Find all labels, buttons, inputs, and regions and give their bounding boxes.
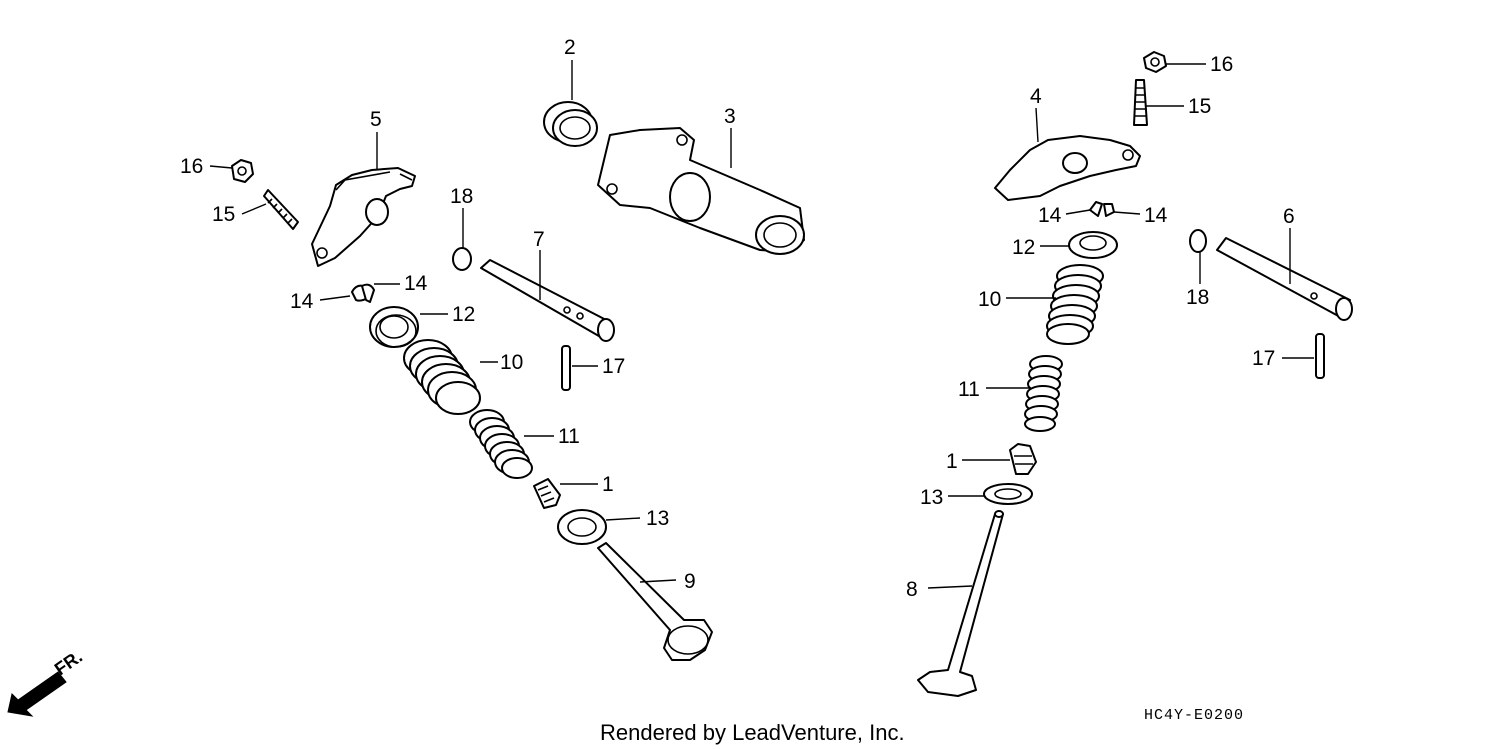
callout-7-left: 7: [533, 228, 545, 251]
callout-2: 2: [564, 36, 576, 59]
callout-8-right: 8: [906, 578, 918, 601]
outer-valve-spring-left[interactable]: [403, 339, 481, 415]
callout-15-left: 15: [212, 203, 235, 226]
callout-4-right: 4: [1030, 85, 1042, 108]
diagram-code: HC4Y-E0200: [1144, 707, 1244, 724]
camshaft[interactable]: [597, 127, 805, 255]
callout-14b-right: 14: [1144, 204, 1168, 227]
camshaft-cap[interactable]: [543, 101, 598, 147]
spring-seat-washer-right[interactable]: [983, 483, 1033, 505]
dowel-pin-right[interactable]: [1315, 333, 1325, 379]
callout-14a-right: 14: [1038, 204, 1062, 227]
spring-retainer-left[interactable]: [369, 306, 419, 348]
callout-16-left: 16: [180, 155, 203, 178]
callout-1-left: 1: [602, 473, 614, 496]
callout-12-left: 12: [452, 303, 475, 326]
callout-1-right: 1: [946, 450, 958, 473]
callout-14b-left: 14: [290, 290, 314, 313]
adjusting-screw-right[interactable]: [1133, 79, 1148, 126]
rocker-arm-right[interactable]: [994, 135, 1141, 201]
spring-retainer-right[interactable]: [1068, 231, 1118, 259]
callout-3: 3: [724, 105, 736, 128]
callout-18-left: 18: [450, 185, 473, 208]
outer-valve-spring-right[interactable]: [1046, 264, 1104, 345]
rocker-shaft-right[interactable]: [1216, 237, 1353, 321]
callout-labels: 16 15 5 2 3 18 7 14 14 12 10 17 11 1 13 …: [180, 36, 1295, 601]
callout-11-right: 11: [958, 378, 980, 401]
rocker-shaft-left[interactable]: [480, 259, 615, 342]
valve-stem-seal-right[interactable]: [1009, 443, 1037, 475]
callout-17-left: 17: [602, 355, 625, 378]
adjusting-screw-left[interactable]: [263, 189, 299, 230]
callout-13-right: 13: [920, 486, 943, 509]
valve-cotter-left[interactable]: [351, 283, 375, 303]
valve-right[interactable]: [917, 510, 1004, 697]
valve-stem-seal-left[interactable]: [533, 478, 561, 509]
callout-16-right: 16: [1210, 53, 1233, 76]
arrow-left-down-icon: [7, 671, 67, 717]
spring-seat-washer-left[interactable]: [557, 509, 607, 545]
callout-13-left: 13: [646, 507, 669, 530]
callout-5-left: 5: [370, 108, 382, 131]
lock-nut-right[interactable]: [1143, 51, 1167, 73]
callout-10-left: 10: [500, 351, 523, 374]
valve-left[interactable]: [597, 542, 713, 661]
callout-10-right: 10: [978, 288, 1001, 311]
inner-valve-spring-left[interactable]: [469, 409, 533, 479]
callout-17-right: 17: [1252, 347, 1275, 370]
o-ring-left[interactable]: [452, 247, 472, 271]
leader-lines: [209, 60, 1314, 589]
callout-12-right: 12: [1012, 236, 1035, 259]
dowel-pin-left[interactable]: [561, 345, 571, 391]
o-ring-right[interactable]: [1189, 229, 1207, 253]
rocker-arm-left[interactable]: [311, 167, 416, 267]
inner-valve-spring-right[interactable]: [1024, 355, 1063, 432]
valve-cotter-right[interactable]: [1089, 201, 1115, 217]
lock-nut-left[interactable]: [231, 159, 254, 183]
callout-15-right: 15: [1188, 95, 1211, 118]
credit-text: Rendered by LeadVenture, Inc.: [600, 720, 905, 745]
callout-6-right: 6: [1283, 205, 1295, 228]
callout-11-left: 11: [558, 425, 580, 448]
front-direction-arrow: FR.: [7, 646, 86, 717]
callout-18-right: 18: [1186, 286, 1209, 309]
callout-14a-left: 14: [404, 272, 428, 295]
callout-9-left: 9: [684, 570, 696, 593]
